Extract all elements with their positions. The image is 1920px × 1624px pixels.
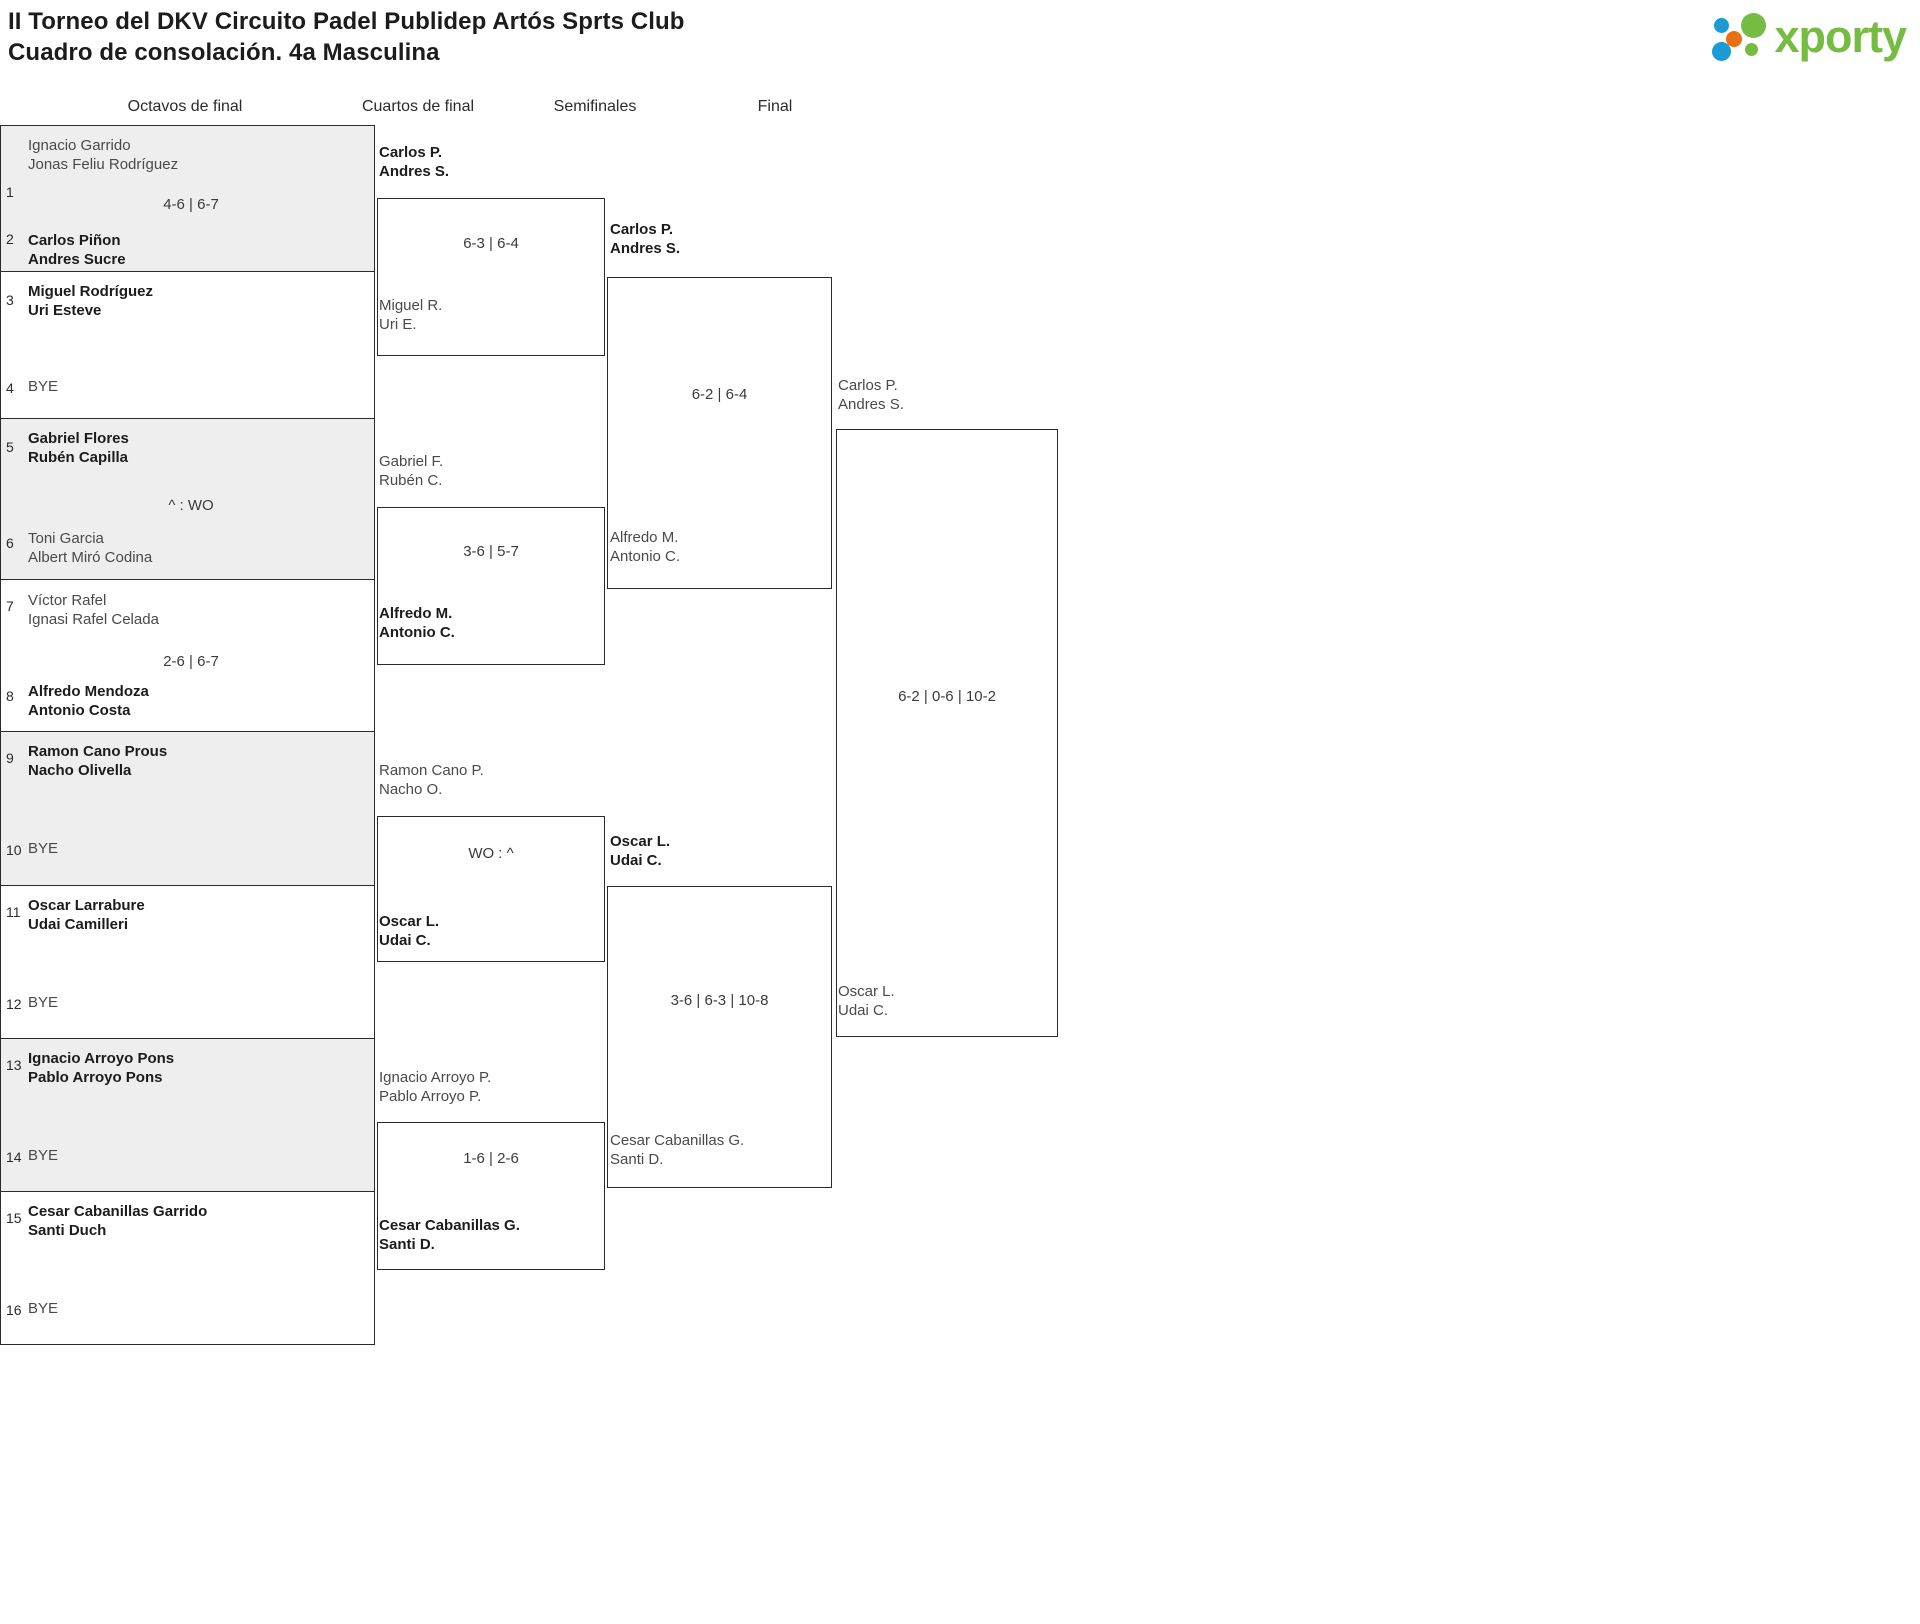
seed-number: 7 xyxy=(6,598,14,614)
team-name-r4-bottom: Oscar L. Udai C. xyxy=(838,983,895,1019)
bracket-connector-r2-4[interactable] xyxy=(377,1122,605,1270)
logo-dot-green-small-icon xyxy=(1745,43,1759,56)
team-name-r2-1-top: Carlos P. Andres S. xyxy=(379,144,450,180)
seed-number: 10 xyxy=(6,842,22,858)
bracket-connector-r2-2[interactable] xyxy=(377,507,605,665)
team-name-r2-2-top: Gabriel F. Rubén C. xyxy=(379,453,444,489)
team-name-r2-4-top: Ignacio Arroyo P. Pablo Arroyo P. xyxy=(379,1069,492,1105)
team-name-r2-1-bottom: Miguel R. Uri E. xyxy=(379,297,443,333)
seed-number: 14 xyxy=(6,1149,22,1165)
team-name: Toni Garcia Albert Miró Codina xyxy=(28,530,153,566)
team-name: Ignacio Arroyo Pons Pablo Arroyo Pons xyxy=(28,1050,175,1086)
seed-number: 2 xyxy=(6,231,14,247)
round-header-final: Final xyxy=(757,98,793,115)
bracket-connector-r4-final[interactable] xyxy=(836,429,1058,1037)
bracket-match-r1-6[interactable]: 11 Oscar Larrabure Udai Camilleri 12 BYE xyxy=(0,886,375,1039)
bracket-match-r1-1[interactable]: 1 Ignacio Garrido Jonas Feliu Rodríguez … xyxy=(0,125,375,272)
match-score-r2-3: WO : ^ xyxy=(468,845,514,862)
bracket-match-r1-4[interactable]: 7 Víctor Rafel Ignasi Rafel Celada 2-6 |… xyxy=(0,580,375,732)
seed-number: 6 xyxy=(6,535,14,551)
seed-number: 5 xyxy=(6,439,14,455)
team-name: Cesar Cabanillas Garrido Santi Duch xyxy=(28,1203,208,1239)
bracket-match-r1-8[interactable]: 15 Cesar Cabanillas Garrido Santi Duch 1… xyxy=(0,1192,375,1345)
team-name: Alfredo Mendoza Antonio Costa xyxy=(28,683,149,719)
bracket-connector-r2-3[interactable] xyxy=(377,816,605,962)
team-name-r2-3-bottom: Oscar L. Udai C. xyxy=(379,913,440,949)
logo-dots-icon xyxy=(1712,11,1770,61)
team-name: BYE xyxy=(28,840,59,857)
seed-number: 15 xyxy=(6,1210,22,1226)
bracket-match-r1-7[interactable]: 13 Ignacio Arroyo Pons Pablo Arroyo Pons… xyxy=(0,1039,375,1192)
seed-number: 12 xyxy=(6,996,22,1012)
seed-number: 3 xyxy=(6,292,14,308)
team-name: BYE xyxy=(28,994,59,1011)
team-name: Oscar Larrabure Udai Camilleri xyxy=(28,897,145,933)
match-score-r2-1: 6-3 | 6-4 xyxy=(463,235,519,252)
bracket-connector-r2-1[interactable] xyxy=(377,198,605,356)
team-name: BYE xyxy=(28,1147,59,1164)
tournament-title-line-1: II Torneo del DKV Circuito Padel Publide… xyxy=(8,8,685,35)
team-name-r3-1-top: Carlos P. Andres S. xyxy=(610,221,681,257)
team-name-r2-4-bottom: Cesar Cabanillas G. Santi D. xyxy=(379,1217,520,1253)
match-score-r3-2: 3-6 | 6-3 | 10-8 xyxy=(670,992,769,1009)
team-name-r2-2-bottom: Alfredo M. Antonio C. xyxy=(379,605,455,641)
bracket-match-r1-5[interactable]: 9 Ramon Cano Prous Nacho Olivella 10 BYE xyxy=(0,732,375,886)
team-name: Ramon Cano Prous Nacho Olivella xyxy=(28,743,168,779)
team-name-r3-1-bottom: Alfredo M. Antonio C. xyxy=(610,529,681,565)
seed-number: 1 xyxy=(6,184,14,200)
round-header-octavos: Octavos de final xyxy=(127,98,243,115)
match-score-r4-final: 6-2 | 0-6 | 10-2 xyxy=(898,688,996,705)
bracket-match-r1-3[interactable]: 5 Gabriel Flores Rubén Capilla ^ : WO 6 … xyxy=(0,419,375,580)
seed-number: 16 xyxy=(6,1302,22,1318)
logo-dot-green-large-icon xyxy=(1741,13,1767,38)
match-score-r3-1: 6-2 | 6-4 xyxy=(691,386,748,403)
logo-dot-blue-top-icon xyxy=(1714,18,1730,33)
round-header-cuartos: Cuartos de final xyxy=(361,98,475,115)
round-header-semifinales: Semifinales xyxy=(553,98,637,115)
match-score: 2-6 | 6-7 xyxy=(163,653,219,670)
team-name-r3-2-bottom: Cesar Cabanillas G. Santi D. xyxy=(610,1132,745,1168)
team-name: Miguel Rodríguez Uri Esteve xyxy=(28,283,153,319)
logo-dot-orange-icon xyxy=(1726,31,1743,47)
bracket-connector-r3-2[interactable] xyxy=(607,886,832,1188)
team-name: BYE xyxy=(28,1300,59,1317)
team-name: Carlos Piñon Andres Sucre xyxy=(28,232,126,268)
team-name-r3-2-top: Oscar L. Udai C. xyxy=(610,833,671,869)
team-name: BYE xyxy=(28,378,59,395)
seed-number: 8 xyxy=(6,688,14,704)
seed-number: 11 xyxy=(6,904,21,920)
bracket-connector-r3-1[interactable] xyxy=(607,277,832,589)
team-name-r4-top: Carlos P. Andres S. xyxy=(838,377,904,413)
team-name-r2-3-top: Ramon Cano P. Nacho O. xyxy=(379,762,484,798)
team-name: Gabriel Flores Rubén Capilla xyxy=(28,430,129,466)
bracket-match-r1-2[interactable]: 3 Miguel Rodríguez Uri Esteve 4 BYE xyxy=(0,272,375,419)
seed-number: 13 xyxy=(6,1057,22,1073)
logo-dot-blue-bottom-icon xyxy=(1712,42,1732,61)
match-score: 4-6 | 6-7 xyxy=(163,196,219,213)
seed-number: 4 xyxy=(6,380,14,396)
tournament-subtitle-line-2: Cuadro de consolación. 4a Masculina xyxy=(8,39,440,66)
team-name: Víctor Rafel Ignasi Rafel Celada xyxy=(28,592,159,628)
logo-wordmark: xporty xyxy=(1774,10,1907,62)
page-title: II Torneo del DKV Circuito Padel Publide… xyxy=(8,6,1308,68)
match-score: ^ : WO xyxy=(168,497,214,514)
match-score-r2-4: 1-6 | 2-6 xyxy=(463,1150,519,1167)
xporty-logo[interactable]: xporty xyxy=(1712,8,1907,64)
seed-number: 9 xyxy=(6,750,14,766)
team-name: Ignacio Garrido Jonas Feliu Rodríguez xyxy=(28,137,179,173)
match-score-r2-2: 3-6 | 5-7 xyxy=(463,543,519,560)
